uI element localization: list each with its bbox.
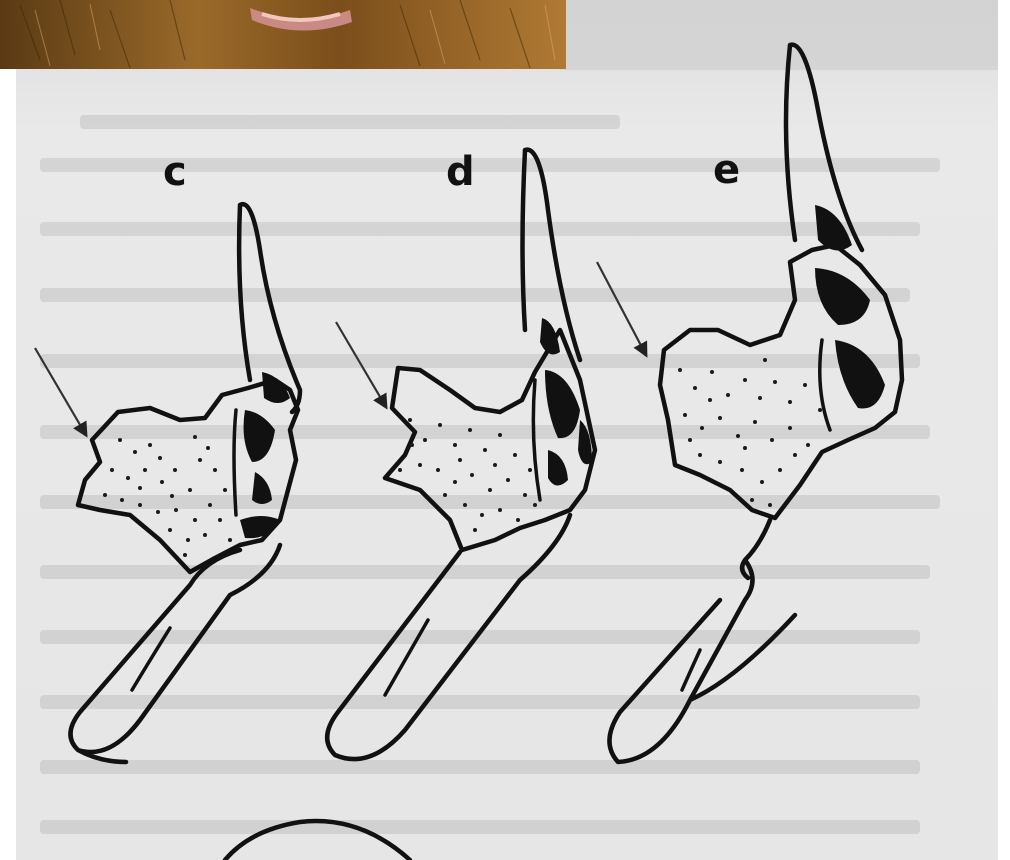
panel-label-e: e [713, 147, 740, 193]
panel-label-c: c [163, 149, 187, 195]
photo-strip [0, 0, 566, 69]
right-margin [998, 0, 1010, 860]
paper-top-shadow [560, 0, 998, 70]
panel-label-d: d [446, 149, 475, 195]
